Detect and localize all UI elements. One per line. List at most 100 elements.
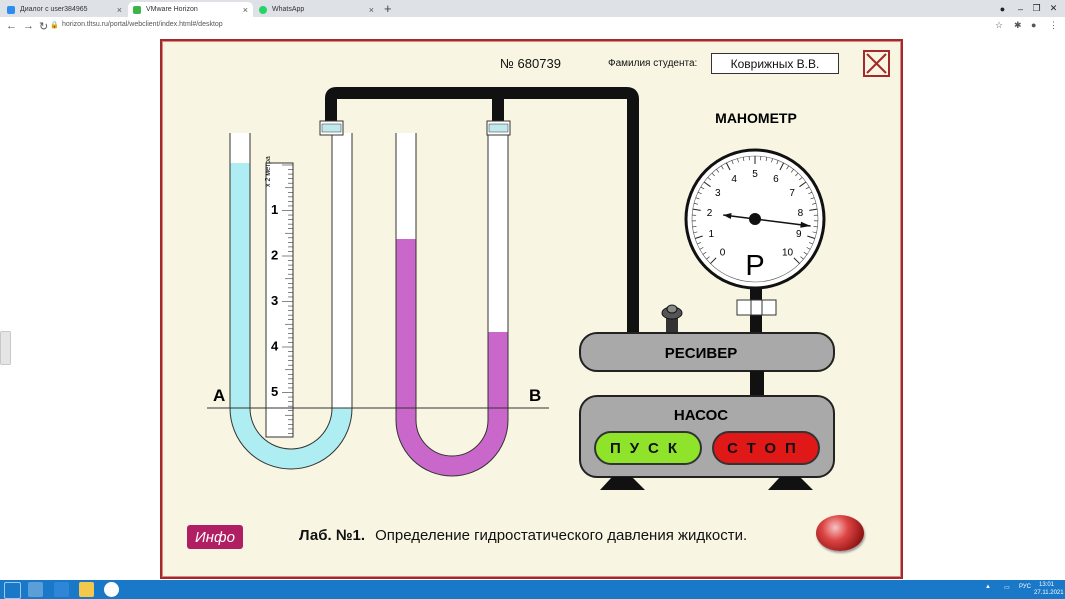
gauge-symbol: P — [745, 250, 764, 282]
ruler-tick-label: 3 — [271, 293, 278, 308]
pump-feet — [600, 477, 813, 490]
gauge-tick — [779, 162, 785, 171]
caption-text: Определение гидростатического давления ж… — [375, 527, 748, 544]
tube-connectors — [319, 120, 511, 136]
reload-icon[interactable]: ↻ — [39, 21, 49, 33]
file-explorer-icon[interactable] — [79, 582, 94, 597]
menu-kebab-icon[interactable]: ⋮ — [1049, 20, 1058, 30]
gauge-tick — [697, 242, 701, 245]
gauge-tick — [809, 242, 813, 245]
close-tab-icon[interactable]: × — [116, 4, 122, 15]
maximize-icon[interactable]: ❐ — [1032, 3, 1041, 13]
gauge-tick-label: 9 — [796, 229, 802, 240]
extensions-icon[interactable]: ✱ — [1014, 20, 1022, 30]
gauge-fitting — [736, 299, 777, 316]
red-round-button[interactable] — [816, 515, 864, 551]
student-name-field[interactable]: Коврижных В.В. — [711, 53, 839, 74]
close-tab-icon[interactable]: × — [368, 4, 374, 15]
tab-favicon-icon — [133, 5, 141, 14]
ruler-tick-label: 5 — [271, 384, 278, 399]
tab-favicon-icon — [259, 5, 267, 14]
clock-time[interactable]: 13:01 — [1039, 582, 1055, 588]
back-icon[interactable]: ← — [6, 20, 17, 32]
clock-date[interactable]: 27.11.2021 — [1034, 590, 1064, 596]
gauge-tick-label: 8 — [798, 208, 804, 219]
gauge-tick — [697, 191, 702, 195]
gauge-tick — [716, 169, 720, 173]
gauge-tick-label: 1 — [708, 229, 714, 240]
pump-label: НАСОС — [674, 407, 728, 424]
tray-arrow-icon[interactable]: ▲ — [985, 584, 991, 590]
gauge-tick-label: 5 — [752, 169, 758, 180]
manometer-title: МАНОМЕТР — [715, 110, 797, 126]
tab-dialog[interactable]: Диалог с user384965 × — [2, 2, 127, 17]
gauge-tick — [807, 235, 816, 239]
gauge-tick — [700, 186, 705, 190]
tab-whatsapp[interactable]: WhatsApp × — [254, 2, 379, 17]
edge-icon[interactable] — [54, 582, 69, 597]
student-label: Фамилия студента: — [608, 58, 698, 69]
bookmark-star-icon[interactable]: ☆ — [995, 20, 1004, 30]
gauge-needle-tip — [800, 221, 811, 228]
gauge-tick — [793, 257, 800, 264]
new-tab-icon[interactable]: + — [384, 1, 392, 16]
info-button[interactable]: Инфо — [187, 525, 243, 549]
air-pipes — [325, 87, 639, 333]
caption-lab-number: Лаб. №1. — [299, 527, 366, 544]
tube-a — [229, 133, 353, 470]
windows-taskbar: ▲ ▭ РУС 13:01 27.11.2021 — [0, 580, 1065, 599]
lab-caption: Лаб. №1. Определение гидростатического да… — [299, 527, 747, 544]
url-field[interactable]: horizon.tltsu.ru/portal/webclient/index.… — [62, 21, 223, 28]
forward-icon[interactable]: → — [23, 20, 34, 32]
task-view-icon[interactable] — [28, 582, 43, 597]
gauge-tick — [707, 177, 711, 181]
lock-icon: 🔒 — [50, 22, 59, 29]
tab-label: Диалог с user384965 — [20, 6, 88, 13]
profile-icon[interactable]: ● — [999, 3, 1006, 14]
gauge-tick — [711, 172, 715, 177]
gauge-tick — [806, 247, 811, 250]
close-tab-icon[interactable]: × — [242, 4, 248, 15]
tab-label: WhatsApp — [272, 6, 305, 13]
label-a: A — [213, 386, 225, 405]
gauge-tick — [706, 256, 710, 260]
gauge-tick — [776, 160, 779, 165]
window-close-icon[interactable]: ✕ — [1049, 3, 1058, 13]
avatar-icon[interactable]: ● — [1031, 20, 1037, 30]
chrome-icon[interactable] — [104, 582, 119, 597]
gauge-tick — [699, 247, 704, 250]
ruler-tick-label: 2 — [271, 248, 278, 263]
gauge-tick — [805, 186, 810, 190]
gauge-tick-label: 4 — [731, 174, 737, 185]
receiver-tank — [579, 332, 835, 372]
language-indicator[interactable]: РУС — [1019, 584, 1032, 590]
ruler-tick-label: 1 — [271, 202, 278, 217]
tab-vmware-horizon[interactable]: VMware Horizon × — [128, 2, 253, 17]
stop-button[interactable]: СТОП — [712, 431, 820, 465]
start-button[interactable]: ПУСК — [594, 431, 702, 465]
gauge-tick — [703, 181, 711, 188]
ruler-unit: x 2 метра — [265, 156, 272, 187]
gauge-tick — [786, 165, 790, 170]
gauge-tick — [771, 158, 773, 163]
valve-icon — [661, 304, 683, 334]
network-icon[interactable]: ▭ — [1004, 585, 1010, 591]
lab-number: № 680739 — [500, 56, 561, 71]
gauge-tick — [810, 197, 815, 200]
receiver-label: РЕСИВЕР — [665, 345, 737, 362]
close-lab-button[interactable] — [863, 50, 890, 77]
sidebar-handle[interactable] — [0, 331, 11, 365]
minimize-icon[interactable]: – — [1017, 3, 1023, 14]
gauge-tick — [812, 231, 817, 234]
gauge-tick — [692, 226, 697, 228]
gauge-tick — [720, 165, 724, 170]
gauge-tick — [800, 256, 804, 260]
windows-start-icon[interactable] — [4, 582, 21, 599]
gauge-tick — [803, 251, 808, 255]
gauge-tick — [742, 157, 745, 162]
gauge-tick-label: 0 — [720, 248, 726, 259]
gauge-tick — [725, 162, 731, 171]
gauge-tick — [812, 203, 817, 205]
